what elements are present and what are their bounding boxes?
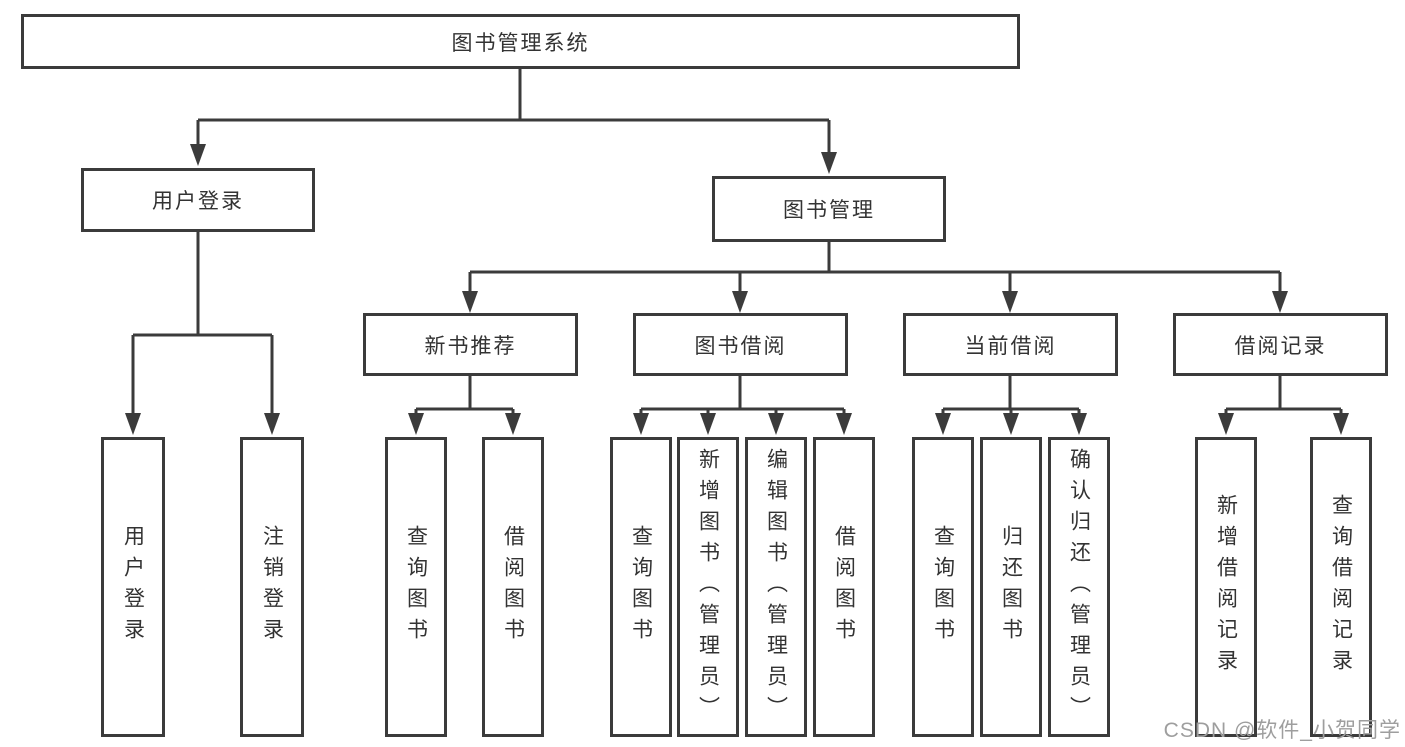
node-label: 查询图书 [629,525,653,649]
connector-user-login-children [125,232,280,435]
node-label: 用户登录 [152,190,244,213]
node-leaf-query-borrow-record: 查询借阅记录 [1310,437,1372,737]
node-label: 图书借阅 [694,334,787,358]
connector-book-management-children [462,242,1288,313]
node-leaf-edit-book-admin: 编辑图书（管理员） [745,437,807,737]
node-label: 新书推荐 [424,334,517,358]
node-new-book-recommend: 新书推荐 [363,313,578,376]
connector-new-book-children [408,376,521,435]
node-leaf-borrow-book-1: 借阅图书 [482,437,544,737]
node-label: 当前借阅 [964,334,1057,358]
node-book-management: 图书管理 [712,176,946,242]
node-label: 注销登录 [260,525,284,649]
node-leaf-query-book-3: 查询图书 [912,437,974,737]
node-book-borrow: 图书借阅 [633,313,848,376]
node-current-borrow: 当前借阅 [903,313,1118,376]
node-leaf-query-book-2: 查询图书 [610,437,672,737]
node-leaf-add-book-admin: 新增图书（管理员） [677,437,739,737]
node-label: 图书管理 [783,199,875,222]
node-leaf-return-book: 归还图书 [980,437,1042,737]
connector-current-borrow-children [935,376,1087,435]
node-leaf-borrow-book-2: 借阅图书 [813,437,875,737]
node-leaf-add-borrow-record: 新增借阅记录 [1195,437,1257,737]
node-label: 确认归还（管理员） [1067,447,1091,727]
node-label: 借阅图书 [501,525,525,649]
node-root-system: 图书管理系统 [21,14,1020,69]
node-borrow-record: 借阅记录 [1173,313,1388,376]
csdn-watermark: CSDN @软件_小贺同学 [1163,719,1401,742]
node-leaf-confirm-return-admin: 确认归还（管理员） [1048,437,1110,737]
node-label: 编辑图书（管理员） [764,447,788,727]
node-leaf-query-book-1: 查询图书 [385,437,447,737]
node-label: 查询借阅记录 [1329,494,1353,680]
connector-borrow-record-children [1218,376,1349,435]
node-label: 借阅图书 [832,525,856,649]
node-label: 查询图书 [931,525,955,649]
node-leaf-user-login: 用户登录 [101,437,165,737]
node-label: 借阅记录 [1234,334,1327,358]
connector-book-borrow-children [633,376,852,435]
node-label: 归还图书 [999,525,1023,649]
node-user-login: 用户登录 [81,168,315,232]
node-label: 新增图书（管理员） [696,447,720,727]
node-label: 新增借阅记录 [1214,494,1238,680]
node-label: 用户登录 [121,525,145,649]
node-label: 查询图书 [404,525,428,649]
node-label: 图书管理系统 [451,31,590,55]
node-leaf-logout: 注销登录 [240,437,304,737]
connector-root-to-level2 [190,69,837,174]
